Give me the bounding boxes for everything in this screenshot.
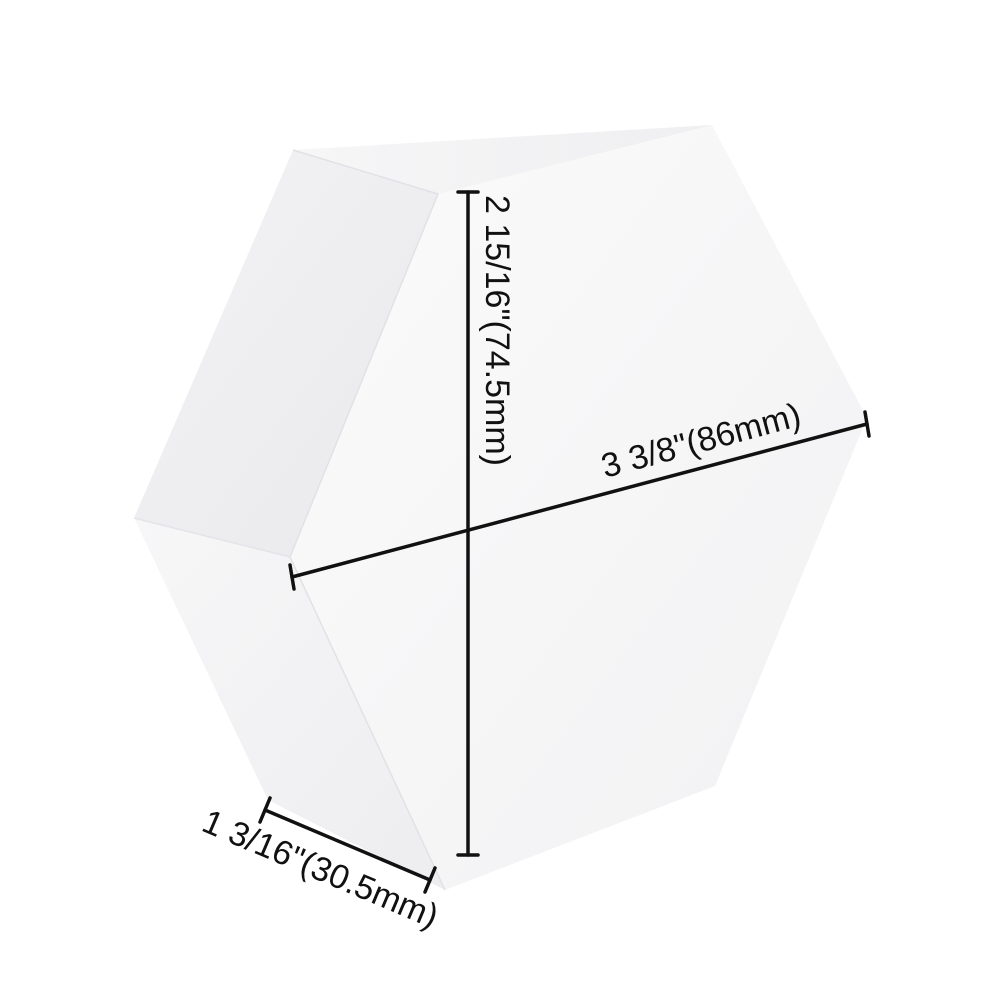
side-face-lower-left (134, 518, 445, 890)
height-label: 2 15/16"(74.5mm) (478, 195, 516, 466)
edge-lines (289, 149, 446, 891)
depth-tick-right (423, 866, 437, 894)
depth-tick-left (258, 796, 272, 824)
width-dimension-line (290, 422, 869, 579)
depth-dimension-line (263, 808, 432, 882)
side-face-upper-left (134, 150, 438, 557)
front-face (290, 125, 867, 890)
edge-split (133, 517, 291, 558)
side-face-top (293, 125, 712, 194)
width-tick-left (288, 563, 296, 591)
width-tick-right (863, 410, 871, 438)
